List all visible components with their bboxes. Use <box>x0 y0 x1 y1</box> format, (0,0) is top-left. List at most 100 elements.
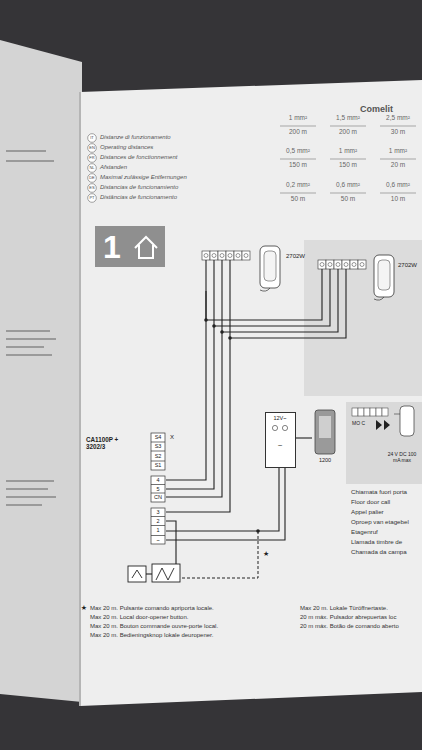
facing-page-marks <box>6 338 56 340</box>
note-text: 50 m <box>341 195 355 202</box>
floor-call-panel-drawing <box>370 408 376 416</box>
handset-unit-drawing <box>260 288 270 291</box>
note-text: 30 m <box>391 128 405 135</box>
handset-unit-drawing <box>350 260 358 269</box>
note-text: Max 20 m. Bedieningsknop lokale deuropen… <box>90 632 213 639</box>
note-text: Distances de fonctionnement <box>100 154 177 161</box>
handset-unit-drawing <box>378 260 390 290</box>
note-text: Floor door call <box>351 498 390 505</box>
note-text: 1 mm² <box>289 114 307 121</box>
floor-call-panel-drawing <box>394 414 400 415</box>
note-text: 1,5 mm² <box>336 114 360 121</box>
table-rule <box>330 193 366 194</box>
section-badge-drawing <box>135 237 157 258</box>
note-text: 20 m máx. Botão de comando aberto <box>300 623 399 630</box>
wire <box>146 573 152 574</box>
facing-page-marks <box>6 160 54 162</box>
photo-ground <box>80 80 422 706</box>
terminal-name: S4 <box>155 434 162 440</box>
terminal-block <box>151 508 165 544</box>
junction-dot <box>204 318 260 533</box>
handset-unit: 2702W <box>310 252 419 300</box>
table-rule <box>280 126 416 193</box>
facing-page-marks <box>6 488 48 490</box>
facing-page-marks <box>6 346 44 348</box>
terminal-block <box>151 535 165 536</box>
door-panel: CA1100P + 3202/3 <box>86 430 166 548</box>
junction-dot <box>212 324 216 328</box>
terminal-block <box>151 516 165 517</box>
terminal-block <box>151 525 165 526</box>
wire-connector <box>166 468 279 531</box>
wire-connector <box>206 291 322 320</box>
note-text: 200 m <box>289 128 307 135</box>
note-text: Distanze di funzionamento <box>100 134 171 141</box>
floor-call-panel-drawing <box>346 402 422 484</box>
note-text: 200 m <box>339 128 357 135</box>
terminal-name: S3 <box>155 443 162 449</box>
handset-unit-drawing <box>244 254 248 258</box>
section-badge: 1 <box>95 226 165 267</box>
note-text: Distancias de funcionamiento <box>100 184 178 191</box>
note-text: Max 20 m. Bouton commande ouvre-porte lo… <box>90 623 218 630</box>
note-text: Max 20 m. Lokale Türöffnertaste. <box>300 605 388 612</box>
floor-call-panel-drawing <box>364 408 370 416</box>
facing-page-marks <box>6 150 46 152</box>
door-lock-symbol <box>152 564 180 582</box>
note-text: 50 m <box>291 195 305 202</box>
node-text: 1 <box>103 229 121 266</box>
junction-dot <box>220 330 224 334</box>
floor-call-panel-drawing <box>400 406 414 436</box>
note-text: Chiamata fuori porta <box>351 488 407 495</box>
door-lock-symbol <box>128 566 146 582</box>
handset-unit-drawing <box>329 269 330 300</box>
terminal-name: ~ <box>156 537 159 543</box>
wire <box>166 521 176 564</box>
terminal-name: 3 <box>156 509 159 515</box>
node-text: ~ <box>266 441 294 450</box>
note-text: X <box>170 434 174 441</box>
table-rule <box>380 193 416 194</box>
note-text: Distâncias de funcionamento <box>100 194 177 201</box>
terminal-block <box>151 442 165 443</box>
handset-unit-drawing <box>310 252 418 300</box>
wire <box>230 300 346 338</box>
note-text: Operating distances <box>100 144 153 151</box>
note-text: Afstanden <box>100 164 127 171</box>
table-rule <box>330 126 366 127</box>
note-text: 1 mm² <box>339 147 357 154</box>
transformer-drawing <box>319 416 331 438</box>
handset-unit-drawing <box>374 255 394 297</box>
note-text: 20 m <box>391 161 405 168</box>
table-rule <box>380 126 416 127</box>
handset-unit-drawing <box>334 260 342 269</box>
wire <box>166 291 230 512</box>
wire <box>166 291 214 489</box>
terminal-name: CN <box>154 494 162 500</box>
node-text: 24 V DC 100 mA max <box>384 452 420 464</box>
node-text: 1200 <box>312 457 338 463</box>
facing-page-marks <box>6 496 56 498</box>
handset-unit-drawing <box>202 251 210 260</box>
table-rule <box>280 126 316 127</box>
handset-unit-drawing <box>344 263 348 267</box>
language-code: FR <box>89 156 94 161</box>
note-text: 0,6 mm² <box>386 181 410 188</box>
language-badge <box>88 164 97 173</box>
language-code: EN <box>89 146 95 151</box>
power-supply: 12V~~ <box>265 412 296 468</box>
handset-unit-drawing <box>358 260 366 269</box>
floor-call-panel-drawing <box>376 420 390 430</box>
handset-unit-drawing <box>234 251 242 260</box>
handset-unit-drawing <box>374 297 384 300</box>
language-badge <box>88 154 97 163</box>
terminal-block <box>151 493 165 494</box>
handset-unit-drawing <box>242 251 250 260</box>
note-text: 150 m <box>339 161 357 168</box>
terminal-name: 2 <box>156 518 159 524</box>
note-text: 20 m máx. Pulsador abrepuertas loc <box>300 614 396 621</box>
transformer: 1200 <box>312 408 340 468</box>
handset-unit-drawing <box>229 260 230 291</box>
